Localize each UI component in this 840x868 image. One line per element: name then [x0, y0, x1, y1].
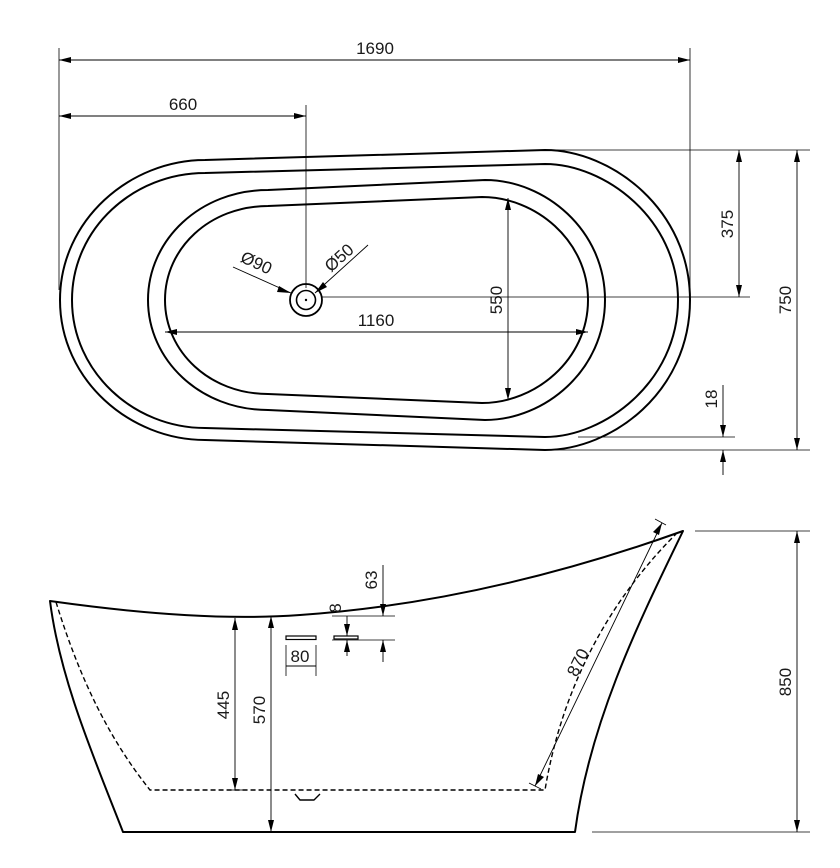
- dim-drain-center-label: 375: [718, 210, 737, 238]
- overflow-slot-2: [333, 635, 359, 640]
- overflow-slot: [285, 635, 317, 641]
- top-view-basin-bottom: [164, 196, 589, 404]
- top-view: 1690 660 1160 550 375 750: [58, 39, 810, 475]
- dim-rim-height-side-label: 570: [250, 696, 269, 724]
- dim-overflow-diameter-label: Ø90: [238, 248, 275, 279]
- top-view-basin-outer: [147, 179, 606, 421]
- dim-overflow-width-label: 80: [291, 647, 310, 666]
- side-view: 80 445 570 63 8 870: [49, 518, 810, 833]
- dim-overflow-offset-label: 63: [362, 571, 381, 590]
- dim-overall-width-label: 750: [776, 286, 795, 314]
- side-view-body: [49, 530, 684, 833]
- dim-line-backrest-length: [534, 522, 663, 787]
- dim-overflow-gap-label: 8: [326, 603, 345, 612]
- top-view-rim-lip: [71, 163, 679, 438]
- dim-inner-width-label: 550: [487, 286, 506, 314]
- dim-drain-offset-label: 660: [169, 95, 197, 114]
- drain-center: [304, 298, 308, 302]
- dim-rim-height-label: 18: [702, 390, 721, 409]
- dim-overall-length-label: 1690: [356, 39, 394, 58]
- side-view-inner-profile: [55, 533, 677, 791]
- dim-overall-height-label: 850: [776, 668, 795, 696]
- drain-inner-ring: [295, 289, 317, 311]
- dim-inner-depth-label: 445: [214, 691, 233, 719]
- dim-drain-diameter-label: Ø50: [321, 240, 358, 276]
- dim-inner-length-label: 1160: [358, 311, 395, 330]
- side-view-drain: [294, 793, 321, 801]
- top-view-outer-rim: [59, 149, 691, 451]
